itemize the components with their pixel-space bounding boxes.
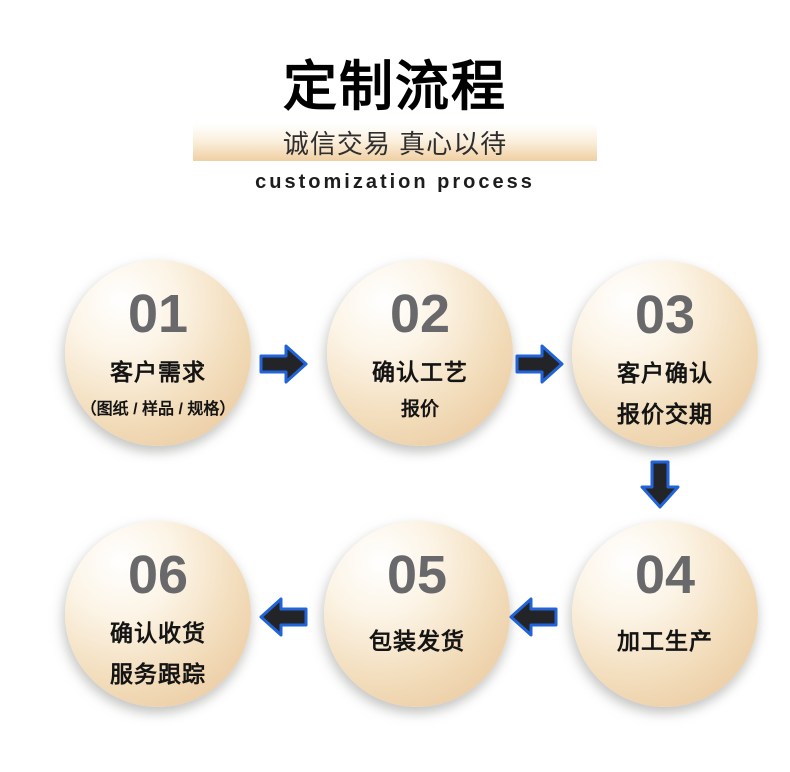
banner: 诚信交易 真心以待 bbox=[193, 124, 597, 161]
step-title: 确认收货 bbox=[110, 619, 206, 646]
step-title: 客户确认 bbox=[617, 359, 713, 386]
step-04-production: 04 加工生产 bbox=[572, 521, 758, 707]
step-01-customer-needs: 01 客户需求 （图纸 / 样品 / 规格） bbox=[65, 260, 251, 446]
step-number: 04 bbox=[634, 545, 696, 605]
step-subtitle: （图纸 / 样品 / 规格） bbox=[80, 400, 236, 418]
step-subtitle: 报价交期 bbox=[617, 400, 713, 427]
step-subtitle: 报价 bbox=[400, 398, 439, 420]
arrow-left-icon bbox=[509, 597, 558, 637]
step-05-packing-shipping: 05 包装发货 bbox=[324, 521, 510, 707]
banner-text: 诚信交易 真心以待 bbox=[282, 129, 508, 159]
step-title: 加工生产 bbox=[617, 627, 713, 654]
step-title: 包装发货 bbox=[369, 627, 465, 654]
arrow-right-icon bbox=[259, 344, 308, 384]
step-03-customer-confirm: 03 客户确认 报价交期 bbox=[572, 261, 758, 447]
step-02-confirm-process: 02 确认工艺 报价 bbox=[327, 260, 513, 446]
step-number: 01 bbox=[127, 284, 189, 344]
step-title: 确认工艺 bbox=[372, 358, 468, 385]
step-number: 06 bbox=[127, 545, 189, 605]
step-title: 客户需求 bbox=[110, 358, 206, 385]
step-06-confirm-receipt: 06 确认收货 服务跟踪 bbox=[65, 521, 251, 707]
arrow-left-icon bbox=[259, 597, 308, 637]
arrow-down-icon bbox=[640, 460, 680, 509]
subtitle-english: customization process bbox=[255, 171, 535, 193]
page-title: 定制流程 bbox=[283, 57, 507, 117]
step-subtitle: 服务跟踪 bbox=[110, 660, 206, 687]
step-number: 02 bbox=[389, 284, 451, 344]
step-number: 05 bbox=[386, 545, 448, 605]
step-number: 03 bbox=[634, 285, 696, 345]
arrow-right-icon bbox=[515, 344, 564, 384]
